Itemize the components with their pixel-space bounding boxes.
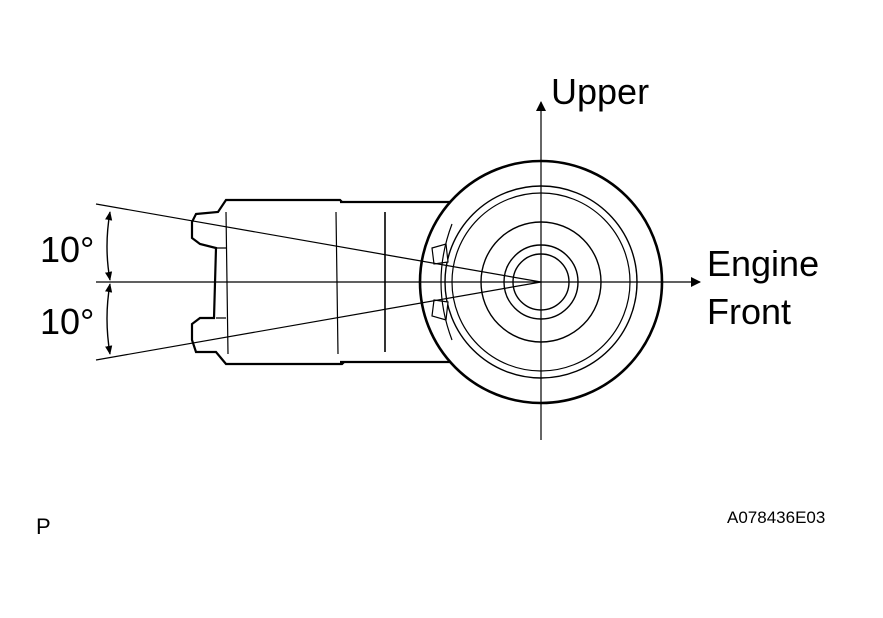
- figure-code: A078436E03: [727, 508, 825, 527]
- upper-label: Upper: [551, 71, 649, 112]
- engine-front-label-line2: Front: [707, 291, 791, 332]
- angle-lines: [95, 203, 542, 361]
- angle-label-bottom: 10°: [40, 301, 94, 342]
- connector-inner-outline: [216, 211, 339, 355]
- axes: [96, 101, 701, 440]
- angle-line-lower: [95, 281, 542, 361]
- engine-front-label-line1: Engine: [707, 243, 819, 284]
- page-marker: P: [36, 514, 51, 539]
- angle-arrow-upper: [105, 211, 113, 281]
- angle-label-top: 10°: [40, 229, 94, 270]
- angle-arrow-lower: [105, 283, 113, 355]
- angle-dimension-arrows: [105, 211, 113, 355]
- angle-line-upper: [95, 203, 542, 283]
